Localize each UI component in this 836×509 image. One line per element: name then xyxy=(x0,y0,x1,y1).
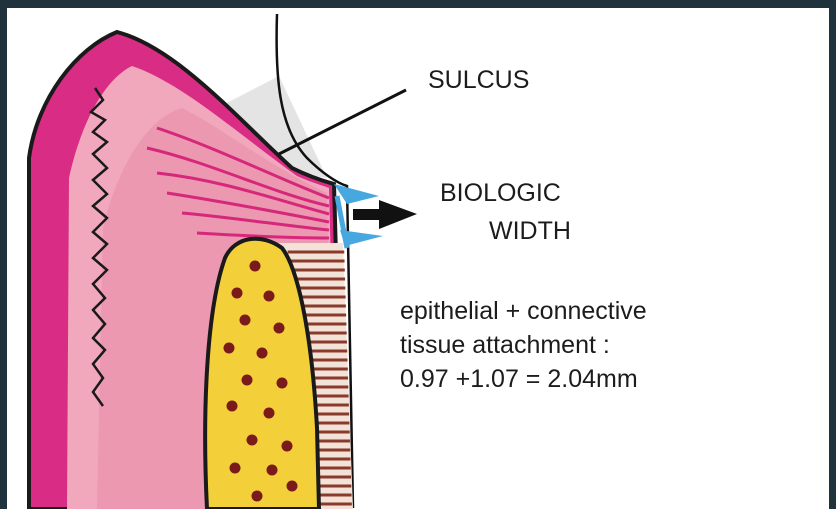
bone-dot xyxy=(250,261,261,272)
bone-dot xyxy=(277,378,288,389)
bone-dot xyxy=(252,491,263,502)
bone-dot xyxy=(264,408,275,419)
diagram-frame: SULCUS BIOLOGIC WIDTH epithelial + conne… xyxy=(7,8,829,509)
attachment-formula: epithelial + connective tissue attachmen… xyxy=(400,294,647,396)
bone-dot xyxy=(240,315,251,326)
bone-dot xyxy=(257,348,268,359)
bone-dot xyxy=(242,375,253,386)
biologic-width-illustration xyxy=(7,8,829,509)
formula-line-3: 0.97 +1.07 = 2.04mm xyxy=(400,362,647,396)
bone-dot xyxy=(264,291,275,302)
bone-dot xyxy=(224,343,235,354)
bone-dot xyxy=(282,441,293,452)
sulcus-label: SULCUS xyxy=(428,65,529,95)
formula-line-1: epithelial + connective xyxy=(400,294,647,328)
attachment-band xyxy=(337,196,347,248)
bone-dot xyxy=(247,435,258,446)
biologic-width-label-line1: BIOLOGIC xyxy=(440,178,561,208)
bone-dot xyxy=(227,401,238,412)
biologic-width-arrow xyxy=(353,200,417,229)
bone-dot xyxy=(274,323,285,334)
biologic-width-label-line2: WIDTH xyxy=(489,216,571,246)
bone-dot xyxy=(267,465,278,476)
bone-dot xyxy=(232,288,243,299)
bone-dot xyxy=(287,481,298,492)
formula-line-2: tissue attachment : xyxy=(400,328,647,362)
bone-dot xyxy=(230,463,241,474)
junctional-epithelium xyxy=(334,184,379,204)
